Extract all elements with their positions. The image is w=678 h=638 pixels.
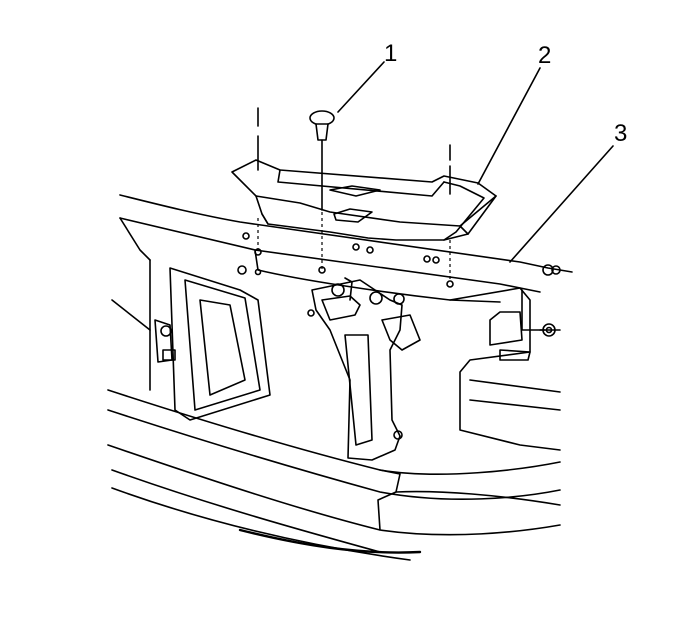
- radiator-support: [111, 194, 573, 461]
- leader-line-3: [509, 145, 614, 263]
- radiator-support-cover: [231, 159, 497, 241]
- leader-line-2: [477, 67, 541, 185]
- leader-line-1: [337, 61, 385, 113]
- front-fascia: [107, 389, 561, 561]
- callout-2: 2: [538, 42, 552, 69]
- install-guide-lines: [254, 107, 454, 288]
- push-pin-retainer: [309, 110, 335, 274]
- callout-3: 3: [614, 120, 628, 147]
- callout-1: 1: [384, 40, 398, 67]
